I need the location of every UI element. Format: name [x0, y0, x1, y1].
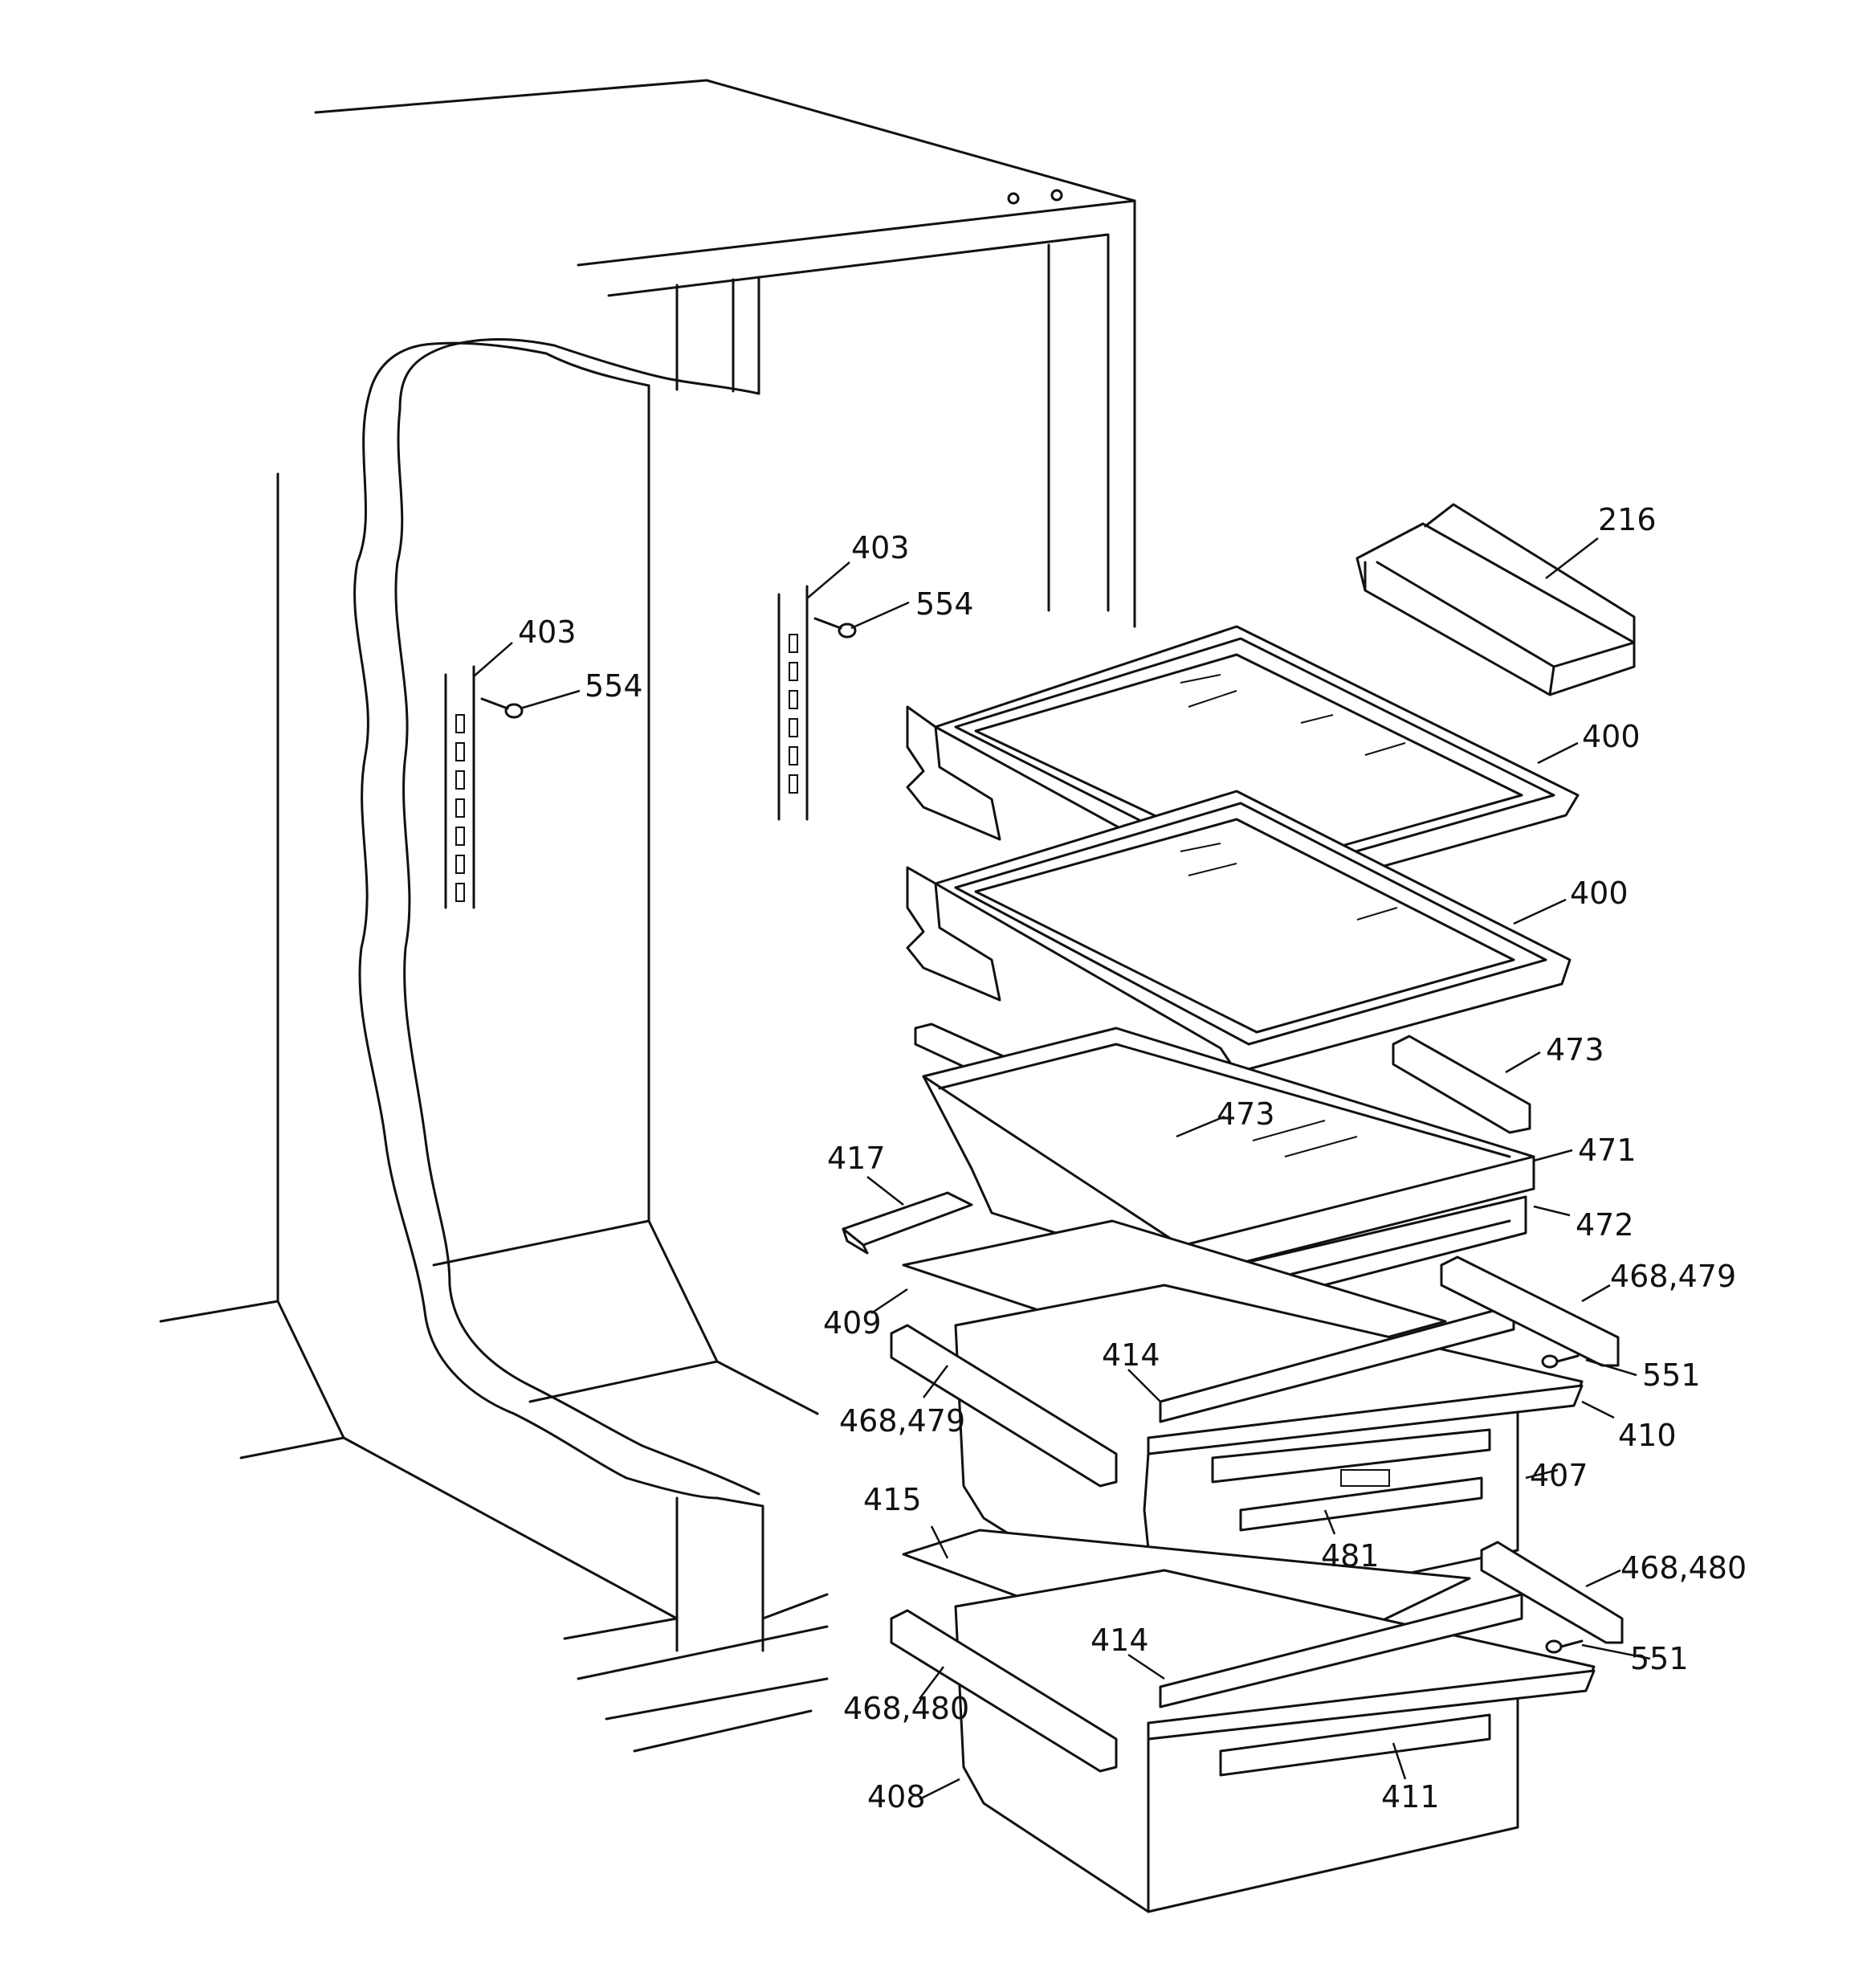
callout-414-lower: 414 [1090, 1623, 1149, 1658]
pan-407 [954, 1284, 1584, 1628]
callout-471: 471 [1578, 1133, 1637, 1168]
callout-409: 409 [823, 1305, 882, 1341]
callout-468-480-left: 468,480 [843, 1691, 969, 1726]
callout-554-right: 554 [915, 586, 974, 622]
callout-403-right: 403 [851, 530, 910, 565]
screw-551-lower [1545, 1639, 1584, 1654]
callout-473-right: 473 [1546, 1032, 1604, 1067]
callout-400-lower: 400 [1570, 876, 1629, 911]
glass-shelf-400-lower [906, 790, 1572, 1074]
screw-551-upper [1541, 1354, 1580, 1369]
slide-rail-468-480-right [1480, 1541, 1624, 1644]
callout-554-left: 554 [585, 668, 643, 704]
callout-414-upper: 414 [1102, 1337, 1160, 1373]
callout-410: 410 [1618, 1418, 1677, 1453]
cutaway-liner [353, 338, 760, 1500]
callout-labels: 216 403 554 403 554 400 400 473 473 471 … [518, 502, 1747, 1815]
callout-216: 216 [1598, 502, 1657, 537]
drawer-support-417 [842, 1191, 973, 1255]
snack-bin-216 [1355, 503, 1636, 696]
callout-551-upper: 551 [1642, 1357, 1701, 1393]
callout-415: 415 [863, 1482, 922, 1517]
callout-407: 407 [1530, 1458, 1588, 1493]
callout-468-480-right: 468,480 [1620, 1550, 1747, 1586]
callout-403-left: 403 [518, 614, 577, 650]
callout-468-479-left: 468,479 [839, 1403, 965, 1439]
callout-468-479-right: 468,479 [1610, 1259, 1736, 1294]
shelf-ladder-left [444, 665, 524, 909]
callout-473-left: 473 [1217, 1096, 1275, 1132]
callout-400-upper: 400 [1582, 719, 1641, 754]
callout-411: 411 [1381, 1779, 1440, 1815]
slide-rail-468-480-left [890, 1609, 1118, 1773]
callout-551-lower: 551 [1630, 1641, 1689, 1676]
callout-472: 472 [1576, 1207, 1634, 1243]
shelf-ladder-right [777, 585, 857, 821]
callout-408: 408 [867, 1779, 926, 1815]
crisper-rail-473 [1392, 1035, 1531, 1134]
callout-417: 417 [827, 1141, 886, 1176]
slide-rail-468-479-right [1440, 1255, 1620, 1367]
leader-lines [473, 537, 1651, 1801]
cabinet-outline [159, 79, 1136, 1753]
callout-481: 481 [1321, 1538, 1380, 1574]
pan-408 [954, 1569, 1596, 1913]
